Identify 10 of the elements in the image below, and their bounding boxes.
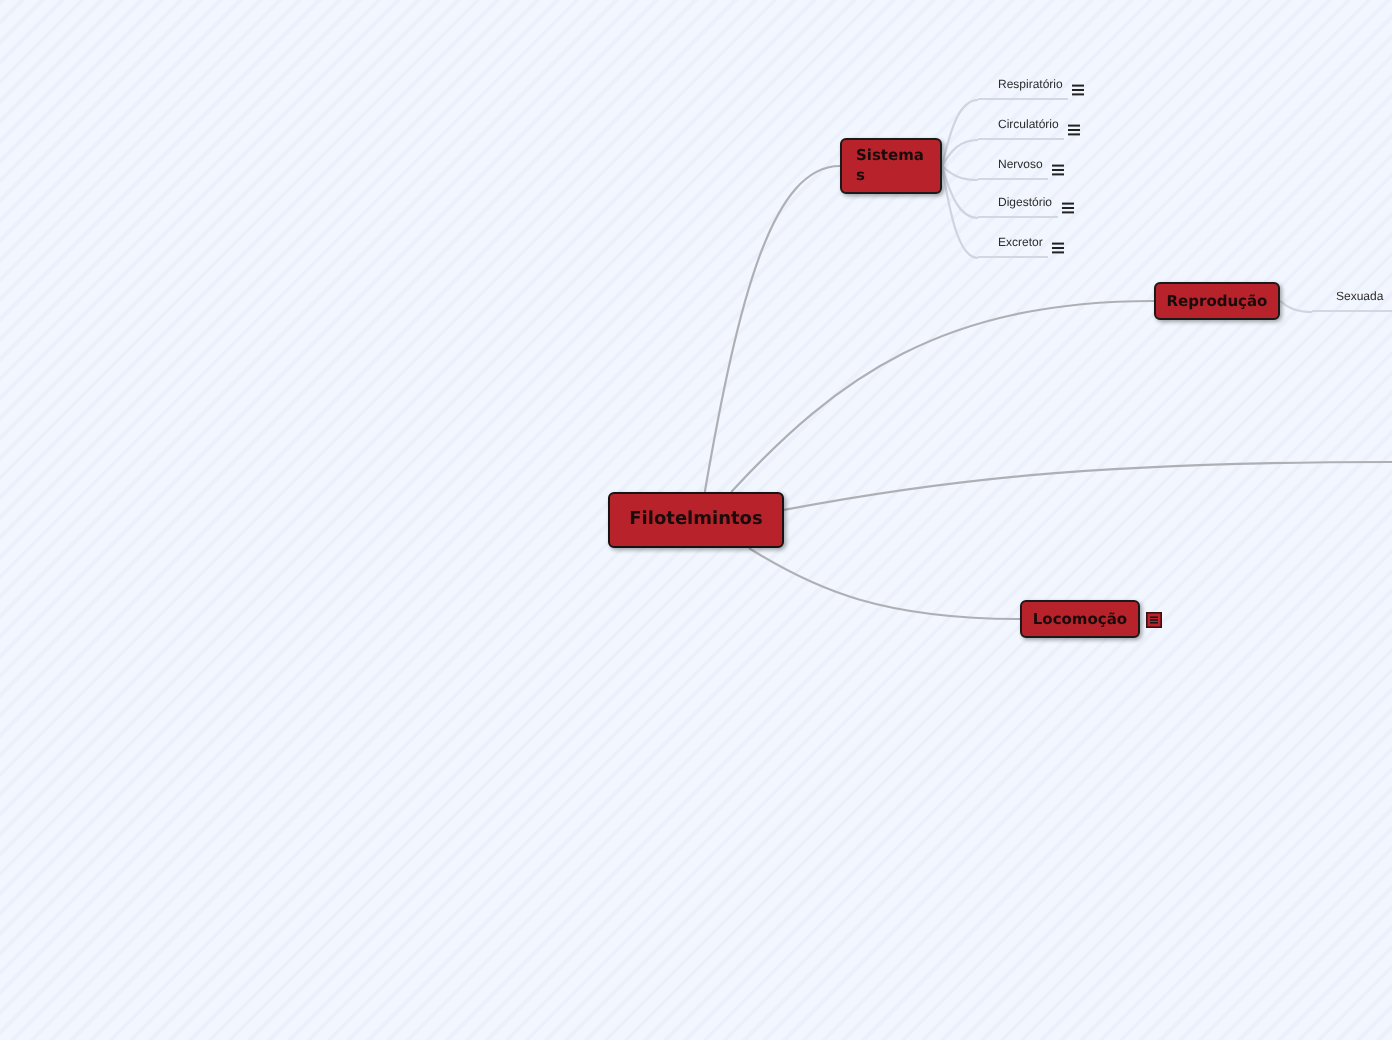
connector-line (783, 460, 1392, 511)
connector-line (730, 299, 1155, 493)
connector-line (1279, 300, 1313, 314)
connector-line (703, 164, 841, 493)
central-topic: Filotelmintos (608, 492, 784, 548)
connector-line (941, 138, 979, 167)
connector-line (748, 547, 1020, 621)
connector-line (941, 165, 979, 182)
connector-line (940, 98, 979, 167)
connector-line (940, 165, 979, 220)
